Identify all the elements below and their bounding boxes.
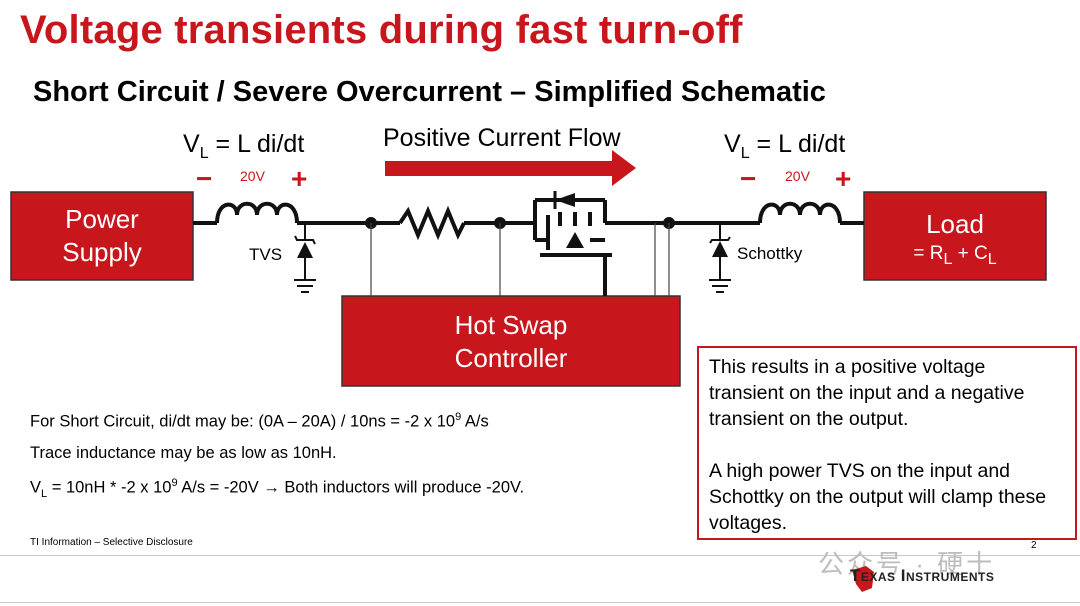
- right-minus-sign: −: [740, 163, 757, 194]
- note-line-3: VL = 10nH * -2 x 109 A/s = -20V → Both i…: [30, 477, 525, 500]
- callout-paragraph-1: This results in a positive voltage trans…: [709, 356, 1025, 430]
- callout-paragraph-2: A high power TVS on the input and Schott…: [709, 460, 1047, 534]
- hot-swap-label: Hot Swap Controller: [454, 310, 568, 373]
- load-box: [863, 191, 1047, 281]
- disclosure-text: TI Information – Selective Disclosure: [30, 537, 193, 548]
- tvs-label: TVS: [249, 245, 283, 264]
- footer-bar: [0, 555, 1080, 603]
- note-line-2: Trace inductance may be as low as 10nH.: [30, 444, 337, 462]
- right-plus-sign: +: [835, 163, 852, 194]
- tvs-diode: [294, 223, 316, 293]
- right-voltage-label: 20V: [785, 168, 810, 184]
- main-wire: [193, 201, 864, 241]
- left-voltage-label: 20V: [240, 168, 265, 184]
- watermark-text: 公众号 · 硬十: [818, 549, 996, 579]
- left-plus-sign: +: [291, 163, 308, 194]
- schottky-diode: [709, 223, 731, 293]
- load-label: Load = RL + CL: [913, 209, 997, 268]
- right-inductor-equation: VL = L di/dt: [724, 130, 846, 162]
- sense-lines: [370, 223, 670, 296]
- left-inductor-equation: VL = L di/dt: [183, 130, 305, 162]
- left-minus-sign: −: [196, 163, 213, 194]
- callout-box: This results in a positive voltage trans…: [697, 346, 1077, 540]
- current-flow-arrow: [385, 150, 636, 186]
- hot-swap-box: [341, 295, 681, 387]
- page-subtitle: Short Circuit / Severe Overcurrent – Sim…: [33, 76, 826, 108]
- body-diode: [555, 193, 575, 207]
- page-number: 2: [1031, 540, 1037, 551]
- current-flow-label: Positive Current Flow: [383, 124, 621, 152]
- page-title: Voltage transients during fast turn-off: [20, 8, 743, 52]
- power-supply-label: Power Supply: [62, 204, 142, 267]
- fet-diode: [566, 232, 584, 248]
- brand-name: Texas Instruments: [850, 566, 995, 585]
- schottky-label: Schottky: [737, 244, 803, 263]
- note-line-1: For Short Circuit, di/dt may be: (0A – 2…: [30, 411, 489, 431]
- power-supply-box: [10, 191, 194, 281]
